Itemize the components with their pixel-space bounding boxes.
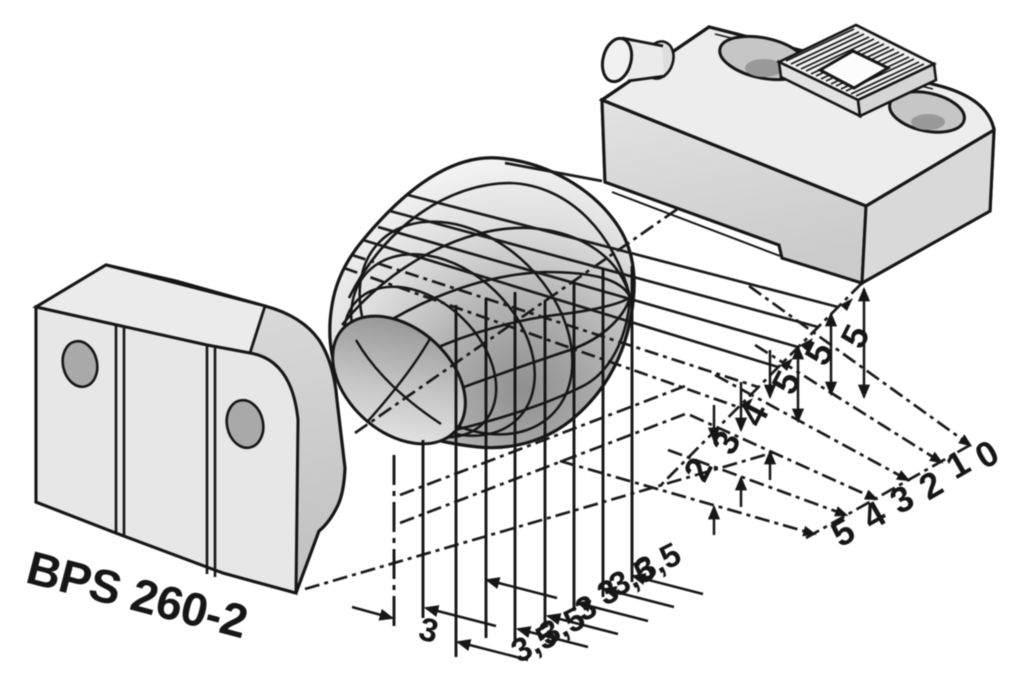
svg-text:3: 3: [415, 610, 442, 650]
svg-text:3: 3: [883, 476, 921, 522]
svg-text:4: 4: [731, 396, 777, 432]
svg-text:5: 5: [796, 335, 842, 371]
svg-text:4: 4: [855, 492, 893, 538]
svg-text:2: 2: [912, 462, 950, 508]
svg-text:0: 0: [968, 431, 1006, 477]
svg-text:5: 5: [824, 509, 862, 555]
svg-text:2: 2: [675, 451, 721, 487]
